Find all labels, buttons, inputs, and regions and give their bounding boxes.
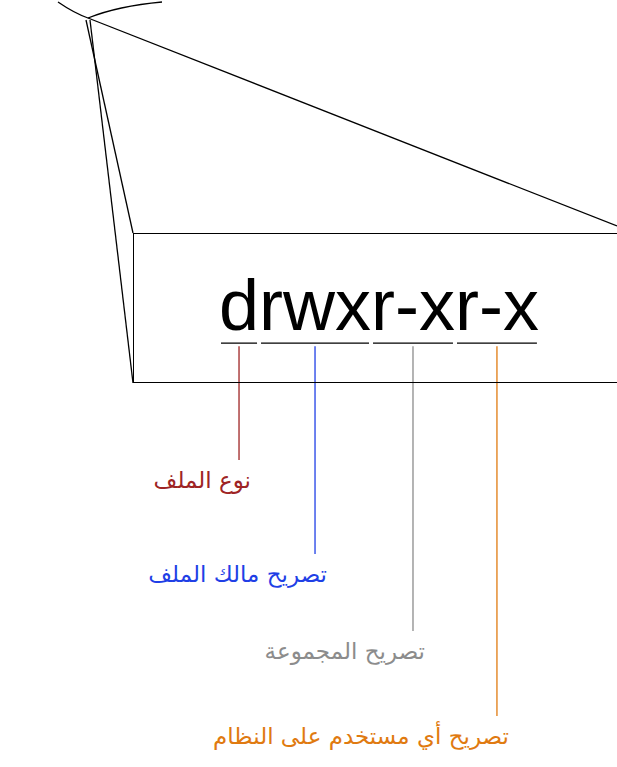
group-underline [373,343,453,344]
permission-label: تصريح أي مستخدم على النظام [211,722,511,752]
group-underline [457,343,537,344]
permission-string: drwxr-xr-x [219,269,539,341]
permission-label: نوع الملف [152,466,253,496]
permission-label: تصريح مالك الملف [146,560,329,590]
group-underline [221,343,257,344]
leader-line [412,346,413,631]
group-underline [261,343,369,344]
leader-line [314,346,315,554]
zoom-panel: drwxr-xr-x [133,233,617,383]
zoom-source-curve [58,2,162,18]
leader-line [496,346,497,716]
zoom-ray [86,20,133,233]
leader-line [238,346,239,460]
permission-label: تصريح المجموعة [263,637,427,667]
zoom-ray [90,20,133,383]
zoom-ray [88,18,617,226]
